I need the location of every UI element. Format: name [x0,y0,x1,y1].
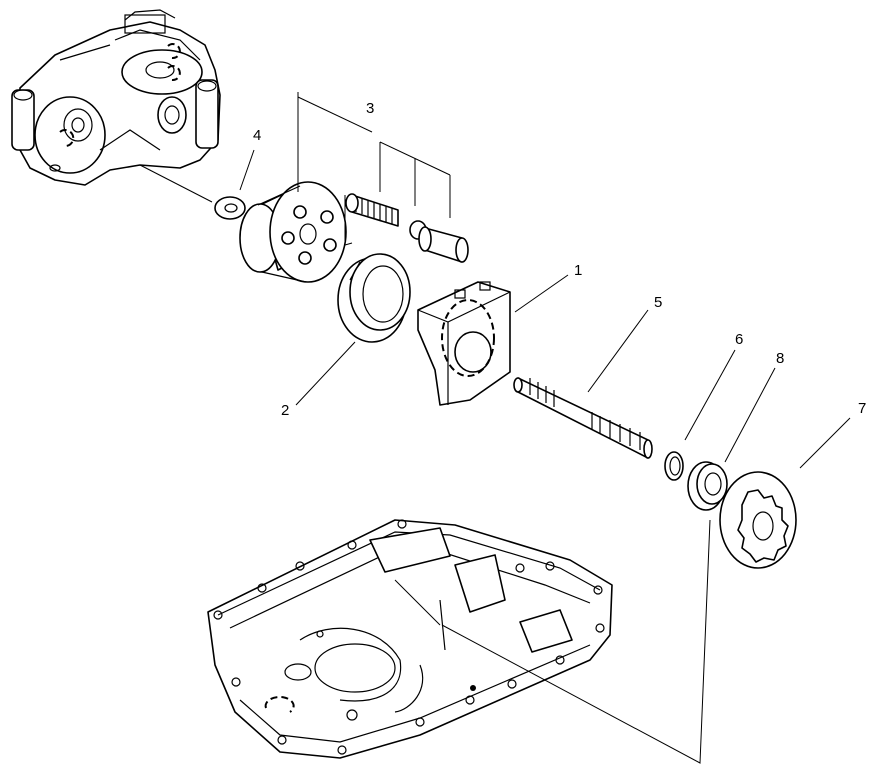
callout-7: 7 [858,400,866,417]
callout-1: 1 [574,262,582,279]
rotor-block [239,181,347,283]
gear-7 [719,471,797,569]
callout-5: 5 [654,294,662,311]
callout-4: 4 [253,127,261,144]
bearing-8 [687,461,728,511]
callout-8: 8 [776,350,784,367]
upper-housing [11,9,221,186]
washer-4 [214,196,246,220]
shaft-5 [513,377,653,459]
callout-2: 2 [281,402,289,419]
callout-3: 3 [366,100,374,117]
snap-ring-6 [664,451,684,481]
callout-6: 6 [735,331,743,348]
spring-assembly-3 [344,193,469,263]
leader-lines [239,92,851,469]
ring-2 [337,253,411,343]
bracket-housing-1 [417,281,511,406]
alignment-lines [139,164,711,764]
lower-case [207,519,613,759]
callout-numbers: 3 4 1 5 6 8 2 7 [253,100,866,419]
